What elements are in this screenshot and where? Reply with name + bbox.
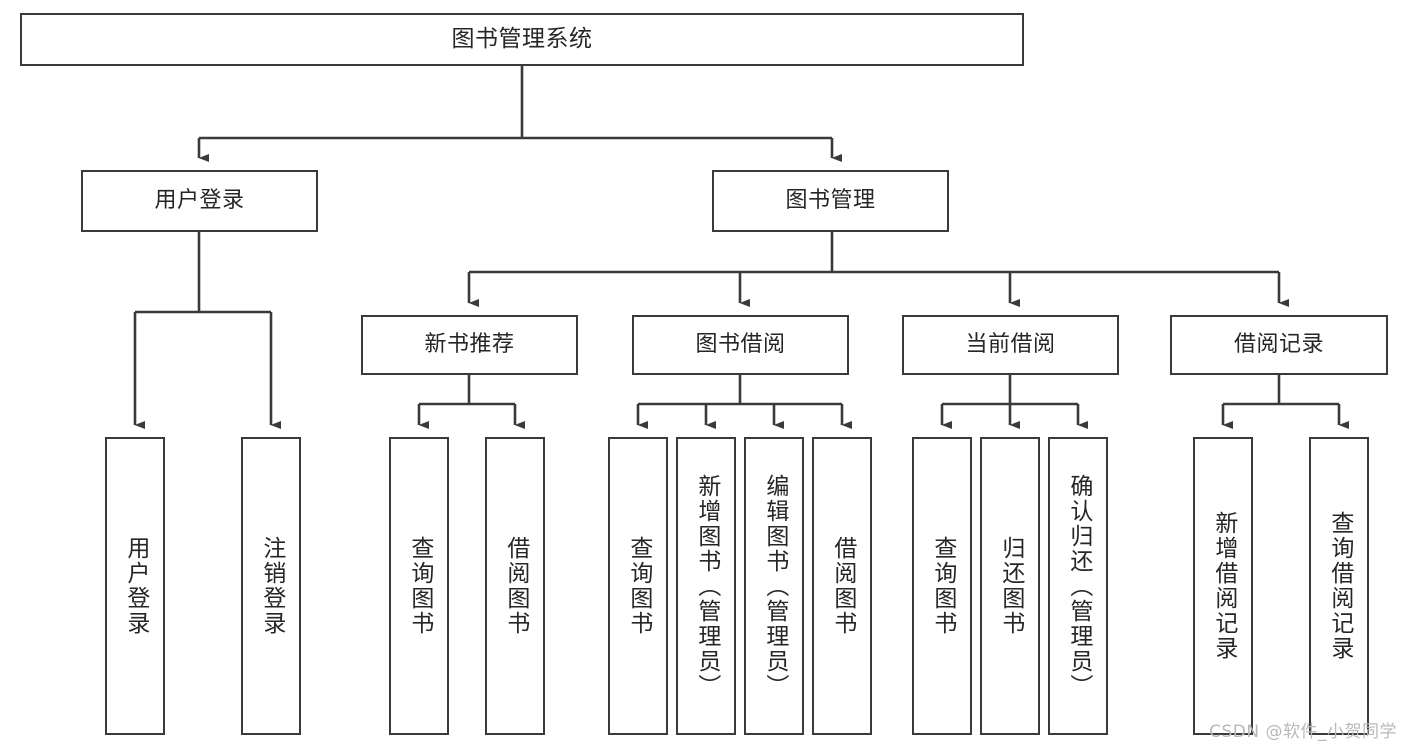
node-user-login[interactable]: 用户登录 — [81, 170, 318, 232]
node-label: 确认归还（管理员） — [1065, 473, 1092, 699]
node-label: 借阅图书 — [502, 536, 529, 636]
node-label: 图书管理系统 — [451, 25, 593, 52]
node-label: 用户登录 — [154, 187, 245, 213]
node-label: 查询借阅记录 — [1326, 511, 1353, 661]
node-label: 图书借阅 — [695, 331, 786, 357]
node-label: 新书推荐 — [424, 331, 515, 357]
leaf-user-login-logout[interactable]: 注销登录 — [241, 437, 301, 735]
node-label: 新增图书（管理员） — [693, 473, 720, 699]
node-label: 编辑图书（管理员） — [761, 473, 788, 699]
leaf-book-borrow-query-book[interactable]: 查询图书 — [608, 437, 668, 735]
node-label: 查询图书 — [406, 536, 433, 636]
leaf-borrow-record-query-record[interactable]: 查询借阅记录 — [1309, 437, 1369, 735]
node-label: 借阅记录 — [1233, 331, 1324, 357]
node-label: 当前借阅 — [965, 331, 1056, 357]
leaf-new-book-borrow-book[interactable]: 借阅图书 — [485, 437, 545, 735]
leaf-new-book-query-book[interactable]: 查询图书 — [389, 437, 449, 735]
node-label: 用户登录 — [122, 536, 149, 636]
node-label: 图书管理 — [785, 187, 876, 213]
node-label: 借阅图书 — [829, 536, 856, 636]
leaf-book-borrow-edit-book-admin[interactable]: 编辑图书（管理员） — [744, 437, 804, 735]
leaf-user-login-login[interactable]: 用户登录 — [105, 437, 165, 735]
watermark-text: CSDN @软件_小贺同学 — [1209, 722, 1397, 742]
leaf-current-borrow-return-book[interactable]: 归还图书 — [980, 437, 1040, 735]
leaf-book-borrow-add-book-admin[interactable]: 新增图书（管理员） — [676, 437, 736, 735]
leaf-book-borrow-borrow-book[interactable]: 借阅图书 — [812, 437, 872, 735]
node-label: 注销登录 — [258, 536, 285, 636]
leaf-current-borrow-confirm-return-admin[interactable]: 确认归还（管理员） — [1048, 437, 1108, 735]
node-book-borrow[interactable]: 图书借阅 — [632, 315, 849, 375]
node-current-borrow[interactable]: 当前借阅 — [902, 315, 1119, 375]
node-borrow-record[interactable]: 借阅记录 — [1170, 315, 1388, 375]
node-root-book-management-system[interactable]: 图书管理系统 — [20, 13, 1024, 66]
leaf-borrow-record-add-record[interactable]: 新增借阅记录 — [1193, 437, 1253, 735]
node-label: 查询图书 — [625, 536, 652, 636]
node-book-management[interactable]: 图书管理 — [712, 170, 949, 232]
node-label: 归还图书 — [997, 536, 1024, 636]
node-new-book-recommend[interactable]: 新书推荐 — [361, 315, 578, 375]
node-label: 新增借阅记录 — [1210, 511, 1237, 661]
node-label: 查询图书 — [929, 536, 956, 636]
leaf-current-borrow-query-book[interactable]: 查询图书 — [912, 437, 972, 735]
